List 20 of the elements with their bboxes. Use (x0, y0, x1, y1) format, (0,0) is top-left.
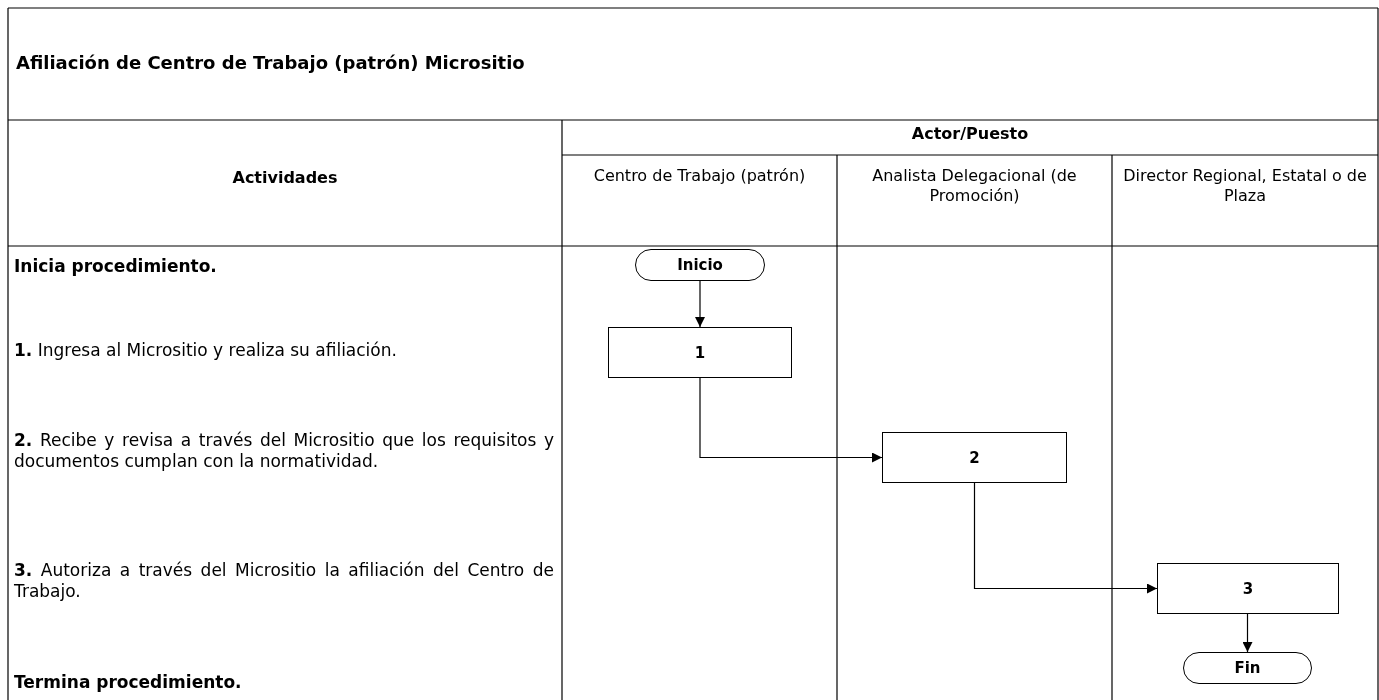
activity-text: Termina procedimiento. (14, 672, 243, 694)
activity-text: Inicia procedimiento. (14, 256, 218, 278)
column-header: Director Regional, Estatal o de Plaza (1122, 166, 1368, 206)
column-header: Centro de Trabajo (patrón) (592, 166, 807, 186)
terminator: Fin (1183, 652, 1312, 684)
arrow (699, 377, 883, 463)
activity-text: 1. Ingresa al Micrositio y realiza su afiliación. (14, 340, 398, 362)
terminator: Inicio (635, 249, 765, 281)
column-header: Actor/Puesto (910, 124, 1030, 144)
diagram-title: Afiliación de Centro de Trabajo (patrón) Micrositio (16, 52, 525, 75)
column-header: Actividades (231, 168, 339, 188)
process-box: 1 (608, 327, 792, 378)
arrow (973, 482, 1158, 594)
activity-text: 3. Autoriza a través del Micrositio la afiliación del Centro de Trabajo. (14, 560, 554, 603)
process-box: 3 (1157, 563, 1339, 614)
arrow (695, 280, 705, 328)
activity-text: 2. Recibe y revisa a través del Micrositio que los requisitos y documentos cumplan con la normatividad. (14, 430, 554, 473)
process-box: 2 (882, 432, 1067, 483)
column-header: Analista Delegacional (de Promoción) (871, 166, 1078, 206)
arrow (1242, 613, 1253, 653)
